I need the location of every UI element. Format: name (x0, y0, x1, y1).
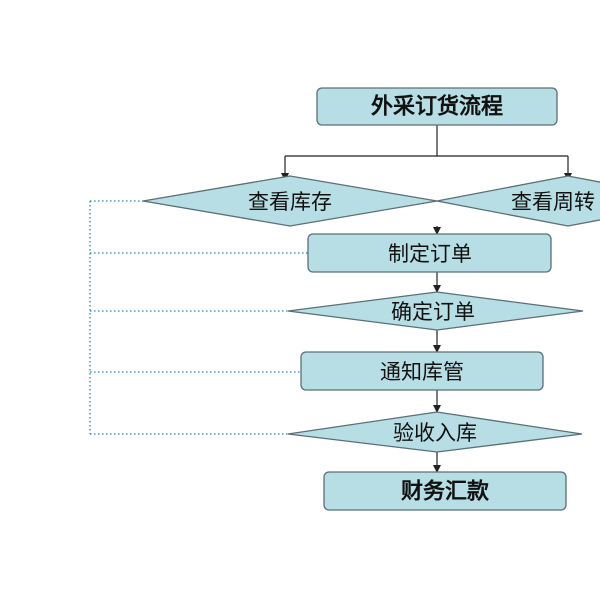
finance-payment-label: 财务汇款 (401, 479, 490, 505)
node-check-turnover: 查看周转 (436, 175, 600, 227)
connectors (281, 125, 572, 473)
notify-warehouse-label: 通知库管 (380, 360, 464, 384)
feedback-lines (89, 200, 308, 435)
node-inspect-store: 验收入库 (287, 411, 583, 453)
check-stock-label: 查看库存 (248, 190, 332, 214)
node-confirm-order: 确定订单 (287, 291, 584, 331)
node-check-stock: 查看库存 (142, 175, 438, 227)
confirm-order-label: 确定订单 (391, 300, 475, 324)
node-make-order: 制定订单 (307, 233, 552, 273)
title-label: 外采订货流程 (371, 94, 503, 120)
node-finance-payment: 财务汇款 (323, 471, 567, 511)
node-notify-warehouse: 通知库管 (300, 351, 544, 391)
inspect-store-label: 验收入库 (393, 421, 477, 445)
node-title: 外采订货流程 (316, 87, 558, 126)
check-turnover-label: 查看周转 (511, 190, 595, 214)
make-order-label: 制定订单 (388, 242, 472, 266)
